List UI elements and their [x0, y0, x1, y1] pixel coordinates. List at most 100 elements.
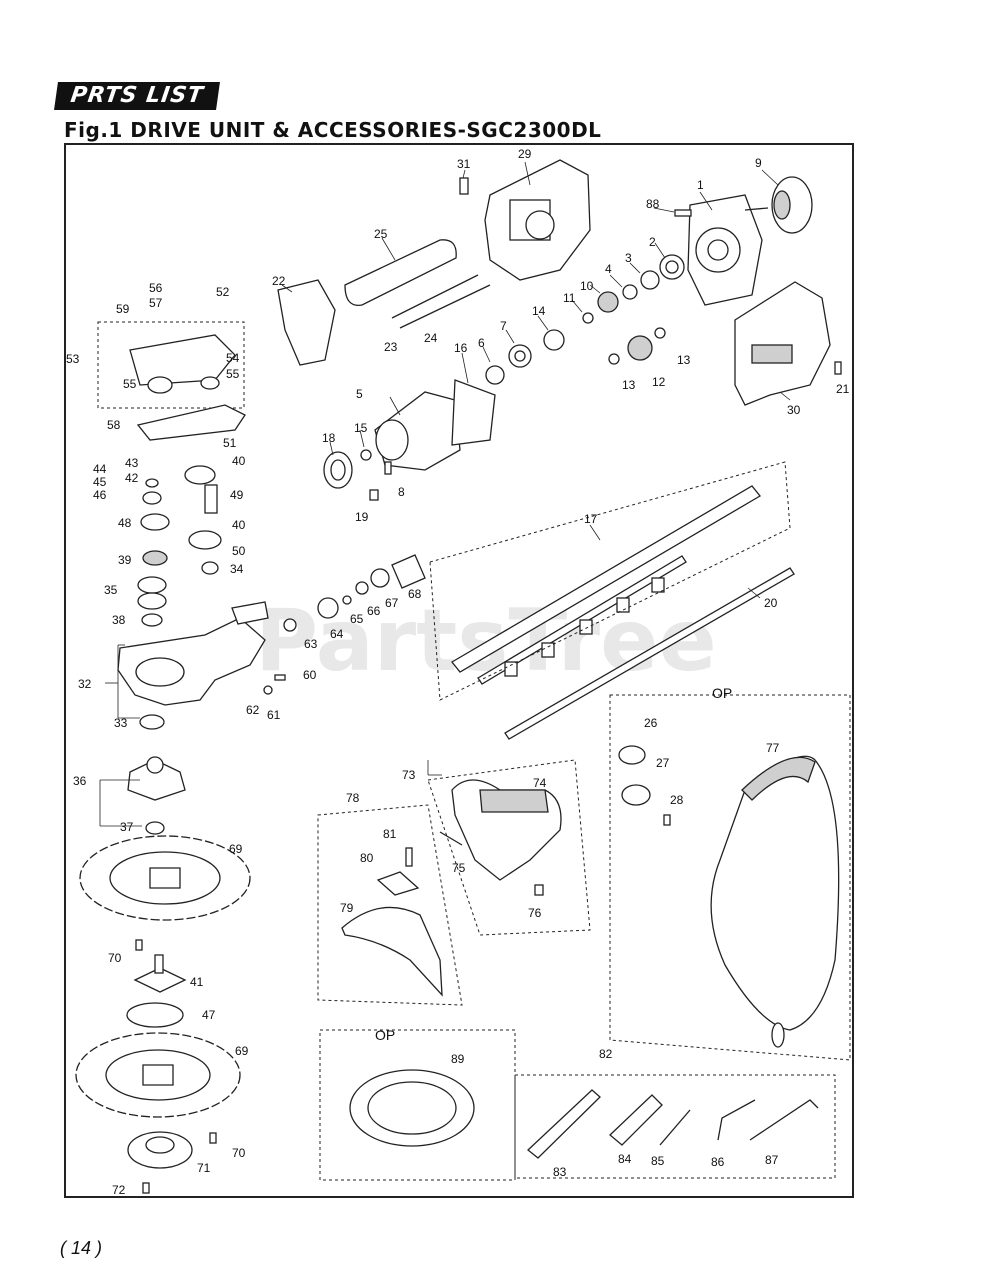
callout-13a: 13	[677, 353, 691, 367]
callout-55b: 55	[226, 367, 240, 381]
callout-69a: 69	[229, 842, 243, 856]
callout-73: 73	[402, 768, 416, 782]
callout-10: 10	[580, 279, 594, 293]
callout-53: 53	[66, 352, 80, 366]
callout-9: 9	[755, 156, 762, 170]
callout-65: 65	[350, 612, 364, 626]
callout-6: 6	[478, 336, 485, 350]
group-17-bracket	[429, 461, 791, 701]
callout-70b: 70	[232, 1146, 246, 1160]
callout-13b: 13	[622, 378, 636, 392]
callout-45: 45	[93, 475, 107, 489]
callout-17: 17	[584, 512, 598, 526]
engine-cover-part	[734, 281, 831, 406]
callout-42: 42	[125, 471, 139, 485]
callout-11: 11	[563, 291, 576, 305]
callout-40a: 40	[232, 454, 246, 468]
callout-79: 79	[340, 901, 354, 915]
callout-55a: 55	[123, 377, 137, 391]
callout-41: 41	[190, 975, 204, 989]
callout-61: 61	[267, 708, 281, 722]
gear-head-parts	[129, 334, 246, 627]
callout-48: 48	[118, 516, 132, 530]
callout-49: 49	[230, 488, 244, 502]
loop-handle-part	[439, 779, 562, 896]
callout-67: 67	[385, 596, 399, 610]
callout-62: 62	[246, 703, 260, 717]
callout-77: 77	[766, 741, 780, 755]
callout-56: 56	[149, 281, 163, 295]
callout-63: 63	[304, 637, 318, 651]
callout-1: 1	[697, 178, 704, 192]
callout-31: 31	[457, 157, 471, 171]
tool-kit-bracket	[514, 1074, 836, 1179]
callout-38: 38	[112, 613, 126, 627]
callout-57: 57	[149, 296, 163, 310]
callout-69b: 69	[235, 1044, 249, 1058]
callout-58: 58	[107, 418, 121, 432]
op-label-lower: OP	[375, 1027, 395, 1043]
callout-14: 14	[532, 304, 546, 318]
group-78-bracket	[317, 804, 463, 1006]
callout-26: 26	[644, 716, 658, 730]
callout-2: 2	[649, 235, 656, 249]
callout-28: 28	[670, 793, 684, 807]
blade-holder-part	[127, 756, 186, 835]
callout-78: 78	[346, 791, 360, 805]
callout-76: 76	[528, 906, 542, 920]
callout-64: 64	[330, 627, 344, 641]
diagram-frame	[64, 143, 854, 1198]
callout-68: 68	[408, 587, 422, 601]
callout-22: 22	[272, 274, 286, 288]
callout-44: 44	[93, 462, 107, 476]
callout-12: 12	[652, 375, 666, 389]
leader-lines	[99, 161, 791, 827]
callout-81: 81	[383, 827, 397, 841]
callout-32: 32	[78, 677, 92, 691]
op-box-lower	[319, 1029, 516, 1181]
callout-5: 5	[356, 387, 363, 401]
callout-89: 89	[451, 1052, 465, 1066]
callout-84: 84	[618, 1152, 632, 1166]
gear-case-lower-part	[117, 601, 269, 730]
group-73-bracket	[427, 759, 591, 936]
callout-numbers: 1 2 3 4 5 6 7 8 9 10 11 12 13 13 14 15 1…	[66, 147, 850, 1197]
shaft-tube-part	[451, 485, 795, 740]
callout-30: 30	[787, 403, 801, 417]
callout-46: 46	[93, 488, 107, 502]
callout-87: 87	[765, 1153, 779, 1167]
callout-36: 36	[73, 774, 87, 788]
callout-83: 83	[553, 1165, 567, 1179]
callout-71: 71	[197, 1161, 211, 1175]
callout-3: 3	[625, 251, 632, 265]
callout-82: 82	[599, 1047, 613, 1061]
callout-43: 43	[125, 456, 139, 470]
callout-8: 8	[398, 485, 405, 499]
callout-21: 21	[836, 382, 850, 396]
callout-47: 47	[202, 1008, 216, 1022]
callout-40b: 40	[232, 518, 246, 532]
callout-70a: 70	[108, 951, 122, 965]
callout-72: 72	[112, 1183, 126, 1197]
callout-39: 39	[118, 553, 132, 567]
callout-66: 66	[367, 604, 381, 618]
callout-51: 51	[223, 436, 237, 450]
callout-24: 24	[424, 331, 438, 345]
small-parts-mid	[323, 177, 842, 501]
saw-blade-lower	[75, 1032, 241, 1118]
clutch-housing-part	[687, 194, 763, 306]
callout-54: 54	[226, 351, 240, 365]
guard-plate-part	[349, 1069, 475, 1147]
callout-50: 50	[232, 544, 246, 558]
callout-27: 27	[656, 756, 670, 770]
blade-guard-part	[341, 847, 443, 997]
figure-title: Fig.1 DRIVE UNIT & ACCESSORIES-SGC2300DL	[64, 118, 602, 142]
callout-85: 85	[651, 1154, 665, 1168]
bearings-gears-part	[485, 254, 685, 385]
page-number-value: 14	[71, 1238, 92, 1258]
callout-35: 35	[104, 583, 118, 597]
callout-52: 52	[216, 285, 230, 299]
callout-20: 20	[764, 596, 778, 610]
group-53-bracket	[97, 321, 245, 409]
